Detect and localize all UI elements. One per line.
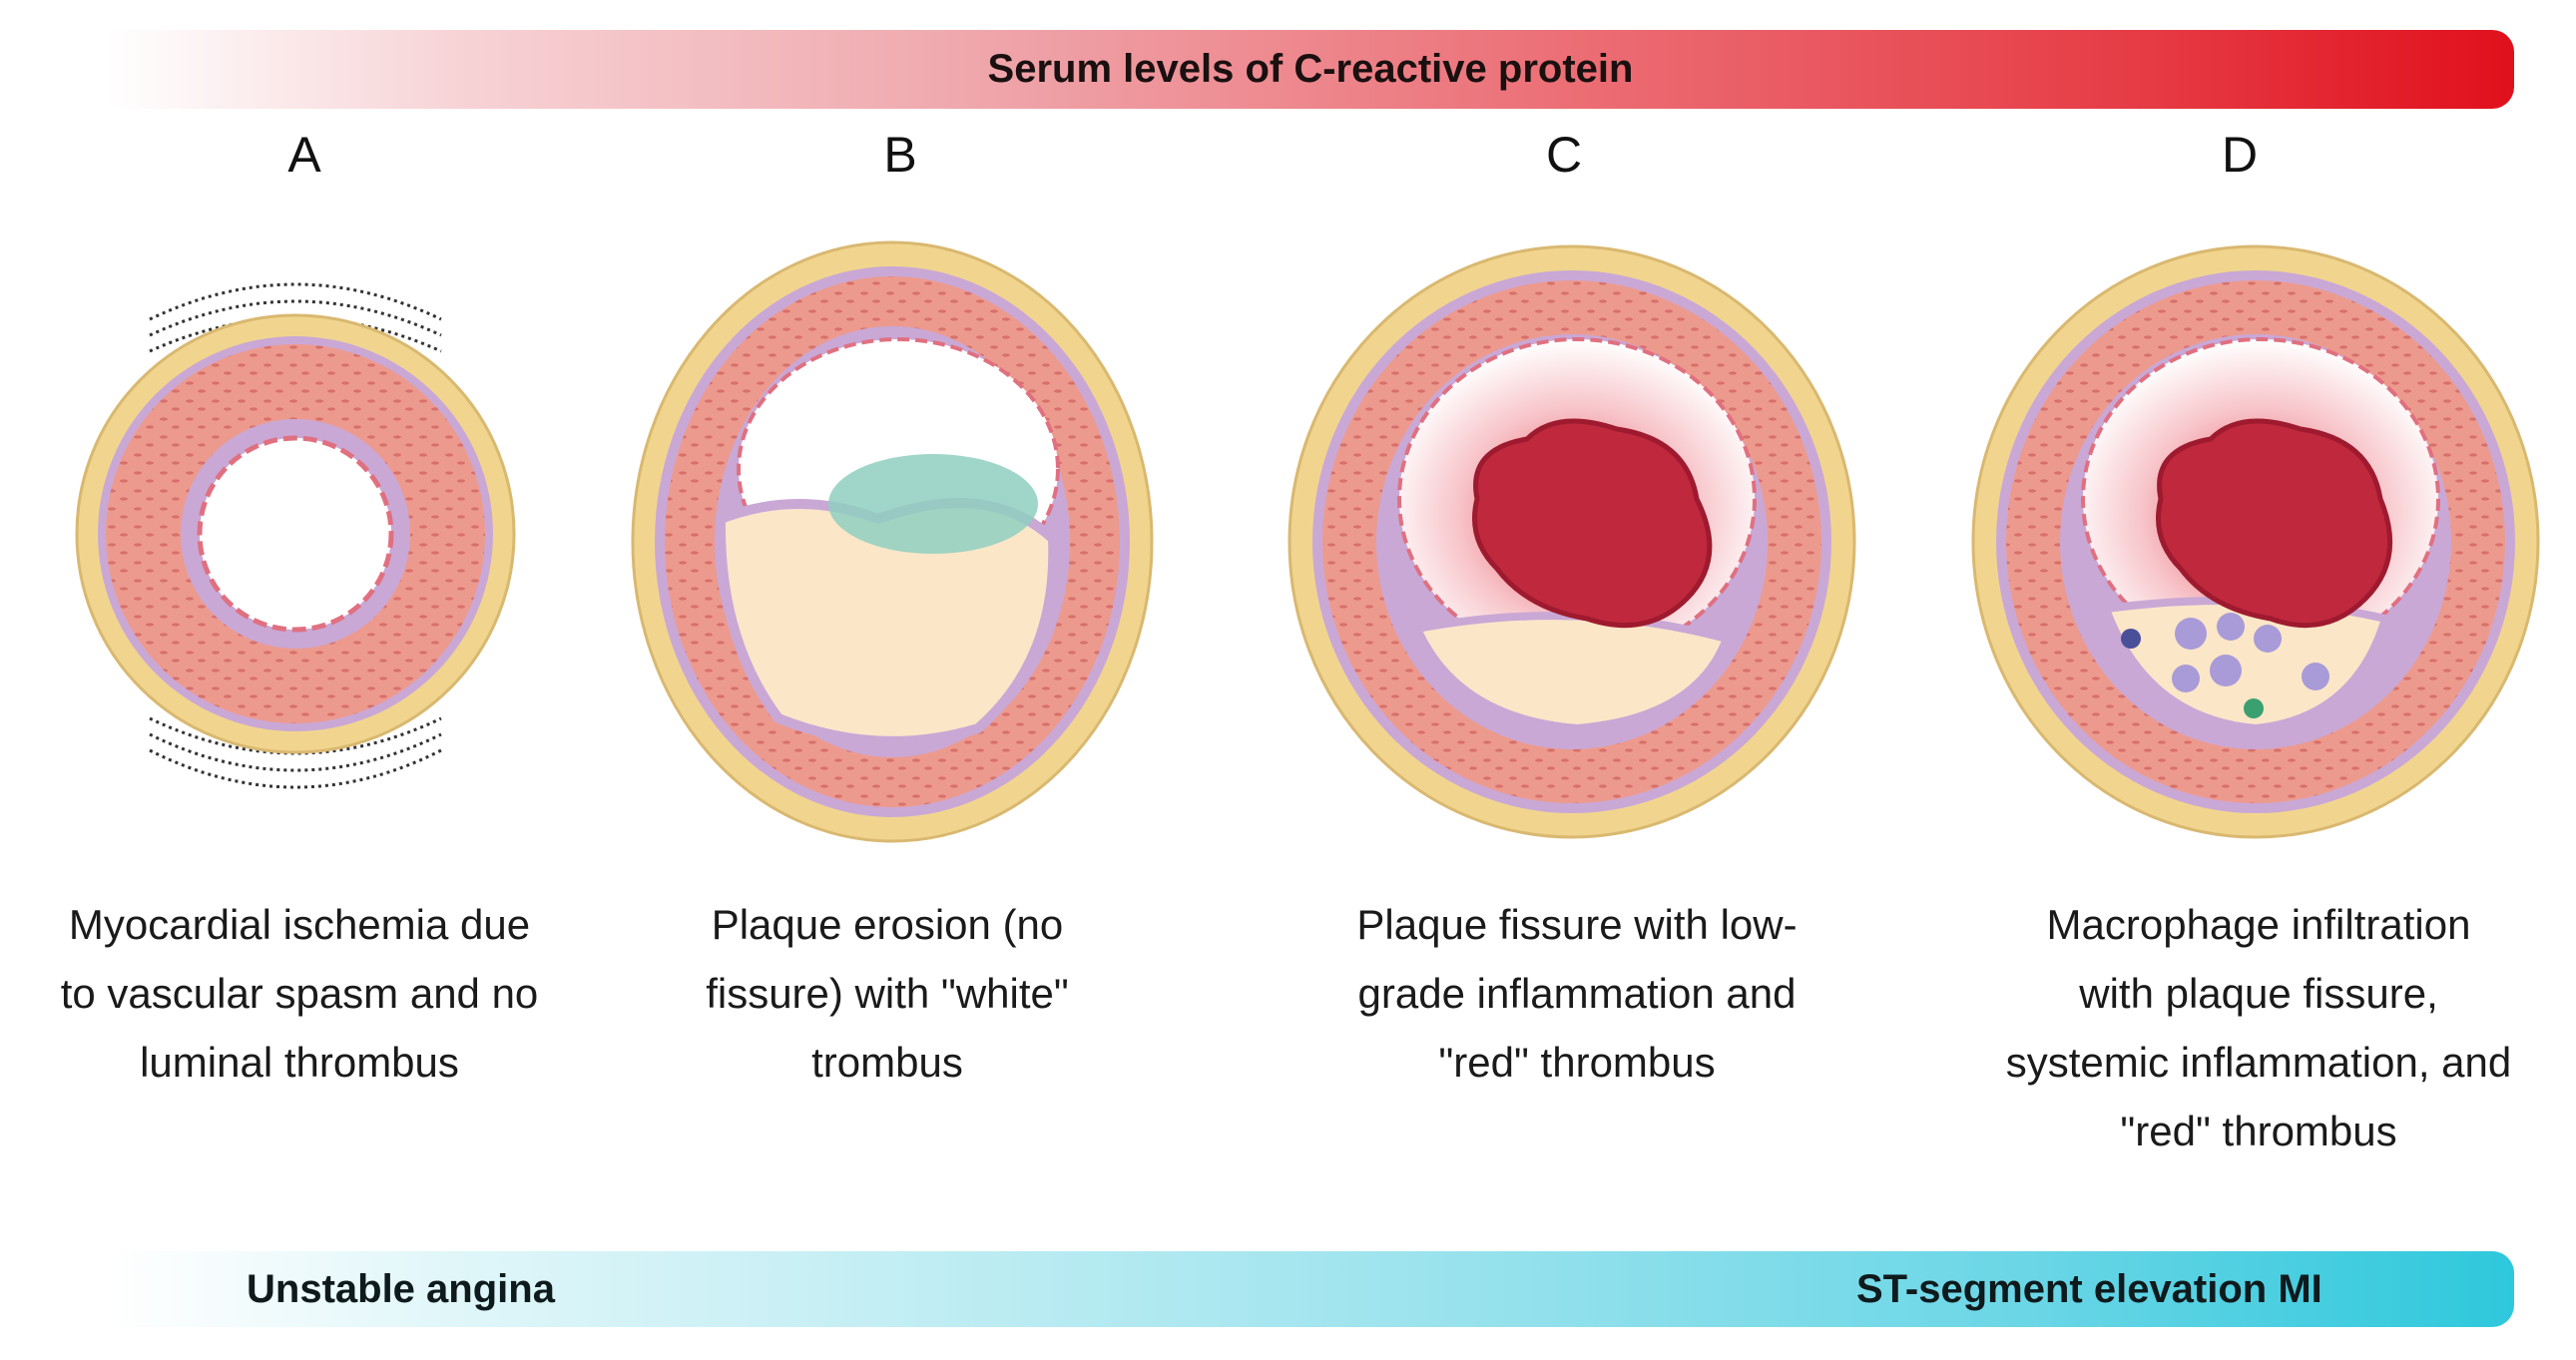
caption-line: trombus: [811, 1039, 963, 1086]
panel-d-letter: D: [2221, 127, 2259, 183]
caption-line: systemic inflammation, and: [2005, 1039, 2512, 1086]
macrophage-cells: [2121, 613, 2329, 718]
caption-line: to vascular spasm and no: [60, 970, 539, 1017]
spasm-lines-bottom: [149, 716, 442, 789]
crp-gradient-bar: Serum levels of C-reactive protein: [107, 30, 2514, 109]
unstable-angina-label: Unstable angina: [247, 1267, 555, 1311]
caption-line: Macrophage infiltration: [2046, 901, 2471, 948]
caption-line: "red" thrombus: [1438, 1039, 1716, 1086]
panel-a-letter: A: [287, 127, 321, 183]
panel-d-caption: Macrophage infiltration with plaque fiss…: [1959, 890, 2558, 1165]
panel-b-letter: B: [883, 127, 917, 183]
caption-line: Plaque fissure with low-: [1356, 901, 1798, 948]
caption-line: Plaque erosion (no: [711, 901, 1064, 948]
caption-line: with plaque fissure,: [2079, 970, 2438, 1017]
artery-c-plaque-fissure: [1288, 244, 1856, 839]
panel-c-caption: Plaque fissure with low- grade inflammat…: [1278, 890, 1876, 1097]
diagnosis-gradient-bar: Unstable angina ST-segment elevation MI: [107, 1251, 2514, 1327]
panel-b-caption: Plaque erosion (no fissure) with "white"…: [588, 890, 1187, 1097]
lipid-core: [1411, 612, 1733, 733]
stemi-label: ST-segment elevation MI: [1856, 1267, 2322, 1311]
panel-a-caption: Myocardial ischemia due to vascular spas…: [0, 890, 599, 1097]
caption-line: luminal thrombus: [140, 1039, 459, 1086]
red-thrombus: [2156, 418, 2393, 629]
caption-line: "red" thrombus: [2120, 1108, 2397, 1154]
artery-d-macrophage-infiltration: [1971, 244, 2540, 839]
artery-b-plaque-erosion: [631, 240, 1154, 843]
artery-a-spasm: [75, 282, 516, 789]
red-thrombus: [1472, 418, 1713, 629]
white-thrombus: [828, 454, 1038, 554]
panel-c-letter: C: [1545, 127, 1583, 183]
caption-line: Myocardial ischemia due: [68, 901, 531, 948]
crp-bar-label: Serum levels of C-reactive protein: [987, 47, 1634, 91]
spasm-lines-top: [149, 282, 442, 353]
caption-line: fissure) with "white": [706, 970, 1069, 1017]
caption-line: grade inflammation and: [1357, 970, 1797, 1017]
